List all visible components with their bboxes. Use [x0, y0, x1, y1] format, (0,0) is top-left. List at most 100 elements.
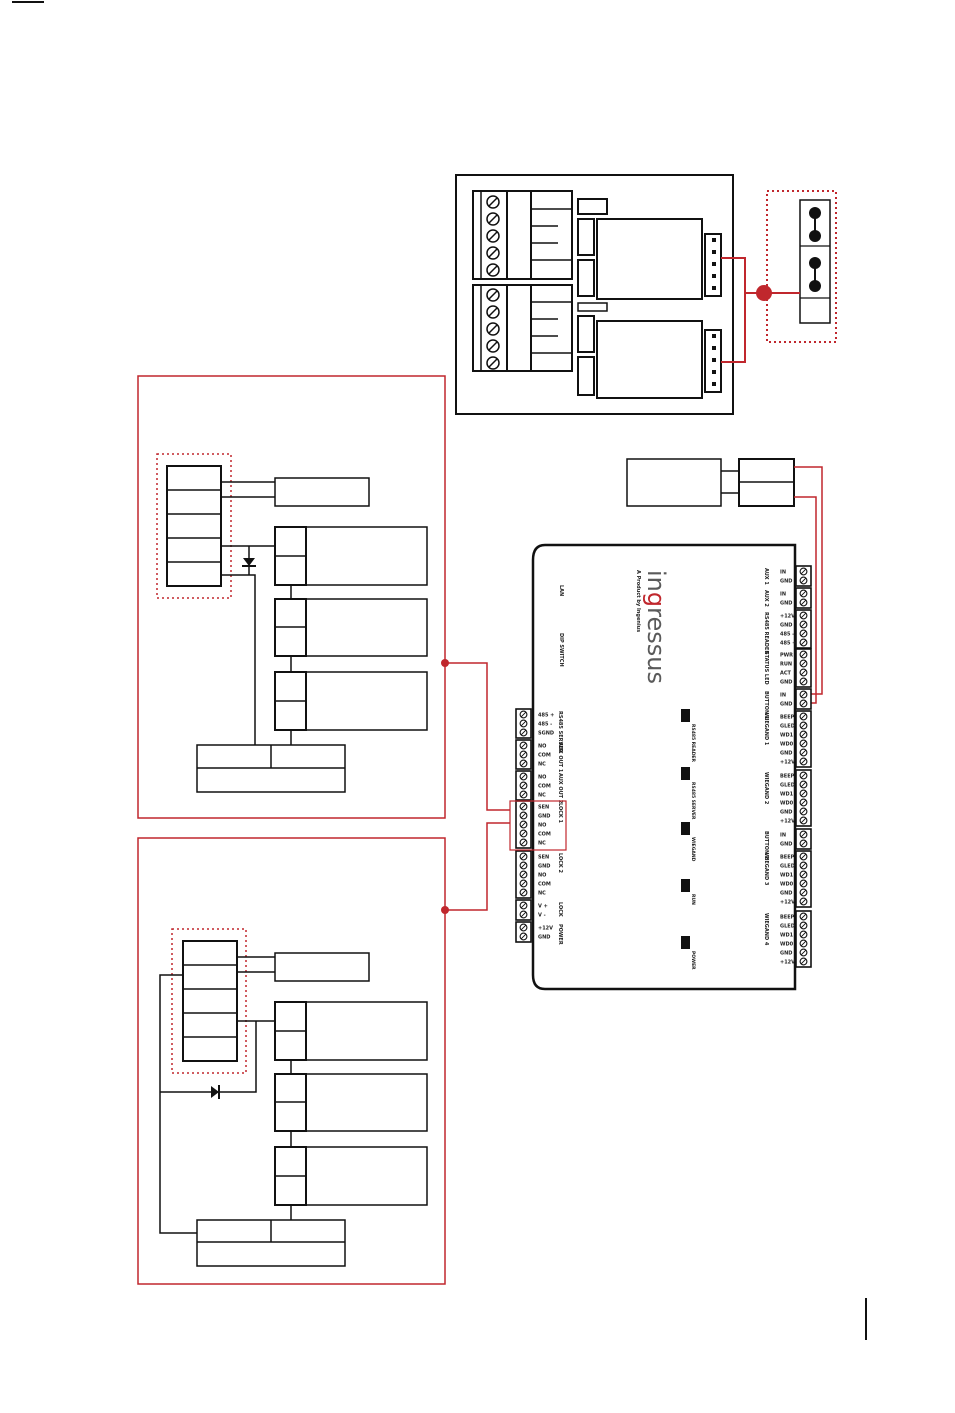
- terminal-block-lock: V +V -LOCK: [515, 899, 563, 921]
- brand-letter: g: [642, 592, 670, 607]
- lock-wires: [445, 662, 510, 911]
- screw-terminal-icon: [799, 879, 808, 888]
- pin-label-lock-1-com: COM: [538, 832, 551, 838]
- screw-terminal-icon: [519, 910, 528, 919]
- screw-terminal-icon: [799, 897, 808, 906]
- pin-label-wiegand-1-gnd: GND: [780, 751, 792, 757]
- indicator-run: RUN: [681, 879, 696, 905]
- pin-label-wiegand-3-gled: GLED: [780, 864, 795, 870]
- pin-label-aux-out-1-no: NO: [538, 744, 546, 750]
- screw-terminal-icon: [799, 620, 808, 629]
- screw-terminal-icon: [799, 668, 808, 677]
- brand-text-1: in: [642, 570, 670, 592]
- screw-terminal-icon: [799, 721, 808, 730]
- pin-label-wiegand-4-wd1: WD1: [780, 933, 794, 939]
- pin-label-wiegand-4-gnd: GND: [780, 951, 792, 957]
- pin-label-wiegand-3-gnd: GND: [780, 891, 792, 897]
- group-label-lock: LOCK: [557, 902, 563, 918]
- pin-label-rs485-server-sgnd: SGND: [538, 731, 554, 737]
- pin-label-wiegand-4-gled: GLED: [780, 924, 795, 930]
- junction-dot-icon: [441, 659, 449, 667]
- screw-terminal-icon: [519, 829, 528, 838]
- group-label-button-1: BUTTON 1: [763, 691, 769, 720]
- screw-terminal-icon: [799, 650, 808, 659]
- screw-terminal-icon: [799, 629, 808, 638]
- pin-label-wiegand-2-gled: GLED: [780, 783, 795, 789]
- screw-terminal-icon: [799, 780, 808, 789]
- dip-switch-label: DIP SWITCH: [558, 633, 564, 667]
- pin-label-aux-out-1-com: COM: [538, 753, 551, 759]
- pin-label-status-led-gnd: GND: [780, 680, 792, 686]
- screw-terminal-icon: [799, 589, 808, 598]
- screw-terminal-icon: [519, 852, 528, 861]
- pin-label-rs485-server-485: 485 -: [538, 722, 552, 728]
- screw-terminal-icon: [519, 923, 528, 932]
- pin-label-power-gnd: GND: [538, 935, 550, 941]
- pin-label-status-led-pwr: PWR: [780, 653, 793, 659]
- diode-icon: [242, 558, 256, 567]
- group-label-wiegand-2: WIEGAND 2: [763, 772, 769, 805]
- jumper-header: [766, 190, 837, 343]
- screw-terminal-icon: [799, 748, 808, 757]
- pin-label-status-led-act: ACT: [780, 671, 792, 677]
- pin-label-aux-1-in: IN: [780, 570, 786, 576]
- screw-terminal-icon: [799, 567, 808, 576]
- screw-terminal-icon: [799, 957, 808, 966]
- group-label-wiegand-3: WIEGAND 3: [763, 853, 769, 886]
- pin-label-wiegand-1-beep: BEEP: [780, 715, 795, 721]
- lock1-highlight: [509, 800, 567, 851]
- pin-label-aux-1-gnd: GND: [780, 579, 792, 585]
- pin-label-wiegand-2-gnd: GND: [780, 810, 792, 816]
- group-label-status-led: STATUS LED: [763, 651, 769, 685]
- brand-text-2: ressus: [642, 607, 670, 684]
- pin-label-power-12v: +12V: [538, 926, 553, 932]
- pin-label-wiegand-2-12v: +12V: [780, 819, 795, 825]
- pin-label-lock-v: V -: [538, 913, 546, 919]
- pin-label-rs485-reader-12v: +12V: [780, 614, 795, 620]
- pin-label-wiegand-2-wd1: WD1: [780, 792, 794, 798]
- brand-tagline: A Product by Ingenius: [635, 570, 641, 632]
- screw-terminal-icon: [519, 879, 528, 888]
- indicator-rs485-server: RS485 SERVER: [681, 767, 696, 820]
- pin-label-wiegand-4-wd0: WD0: [780, 942, 794, 948]
- screw-terminal-icon: [799, 839, 808, 848]
- indicator-label: RS485 READER: [690, 724, 696, 762]
- pin-label-lock-1-no: NO: [538, 823, 546, 829]
- pin-label-lock-2-nc: NC: [538, 891, 546, 897]
- screw-terminal-icon: [799, 852, 808, 861]
- indicator-label: RS485 SERVER: [690, 782, 696, 820]
- screw-terminal-icon: [486, 195, 500, 277]
- group-label-wiegand-1: WIEGAND 1: [763, 713, 769, 746]
- pin-label-rs485-server-485: 485 +: [538, 713, 554, 719]
- pin-label-wiegand-1-wd0: WD0: [780, 742, 794, 748]
- screw-terminal-icon: [519, 759, 528, 768]
- indicator-label: POWER: [690, 951, 696, 970]
- pin-label-aux-out-2-com: COM: [538, 784, 551, 790]
- screw-terminal-icon: [799, 888, 808, 897]
- screw-terminal-icon: [519, 802, 528, 811]
- indicator-power: POWER: [681, 936, 696, 970]
- pin-label-aux-2-in: IN: [780, 592, 786, 598]
- screw-terminal-icon: [519, 870, 528, 879]
- screw-terminal-icon: [799, 677, 808, 686]
- pin-label-lock-1-gnd: GND: [538, 814, 550, 820]
- door-panel-1: [137, 375, 446, 819]
- pin-label-wiegand-4-beep: BEEP: [780, 915, 795, 921]
- screw-terminal-icon: [799, 830, 808, 839]
- pin-label-wiegand-1-gled: GLED: [780, 724, 795, 730]
- group-label-rs485-server: RS485 SERVER: [557, 711, 563, 753]
- lan-label: LAN: [558, 585, 564, 596]
- junction-dot-icon: [441, 906, 449, 914]
- group-label-rs485-reader: RS485 READER: [763, 612, 769, 654]
- screw-terminal-icon: [799, 611, 808, 620]
- pin-label-wiegand-2-wd0: WD0: [780, 801, 794, 807]
